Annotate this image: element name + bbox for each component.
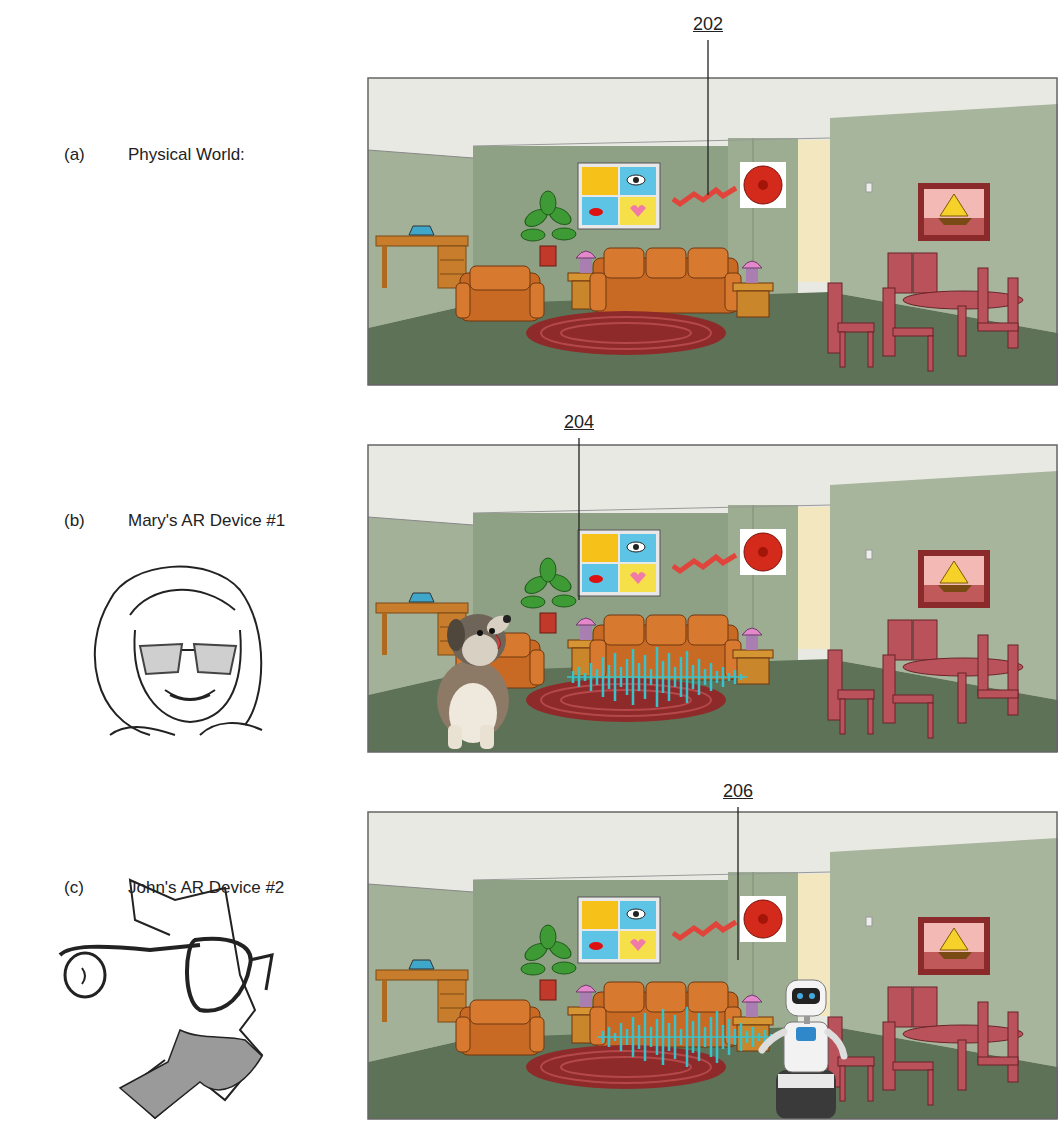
panel-title: Physical World: bbox=[128, 145, 245, 165]
panel-title: Mary's AR Device #1 bbox=[128, 511, 285, 531]
panel-letter: (a) bbox=[64, 145, 85, 165]
mary-ar-scene bbox=[368, 445, 1058, 752]
callout-number: 202 bbox=[693, 14, 723, 35]
callout-number: 206 bbox=[723, 781, 753, 802]
john-face bbox=[60, 880, 272, 1118]
panel-letter: (c) bbox=[64, 878, 84, 898]
panel-title: John's AR Device #2 bbox=[128, 878, 284, 898]
mary-face bbox=[95, 567, 262, 735]
panel-letter: (b) bbox=[64, 511, 85, 531]
john-ar-scene bbox=[368, 812, 1058, 1119]
leader-line bbox=[737, 807, 738, 960]
leader-line bbox=[707, 40, 708, 195]
physical-room-scene bbox=[368, 78, 1058, 385]
callout-number: 204 bbox=[564, 412, 594, 433]
leader-line bbox=[578, 438, 579, 600]
